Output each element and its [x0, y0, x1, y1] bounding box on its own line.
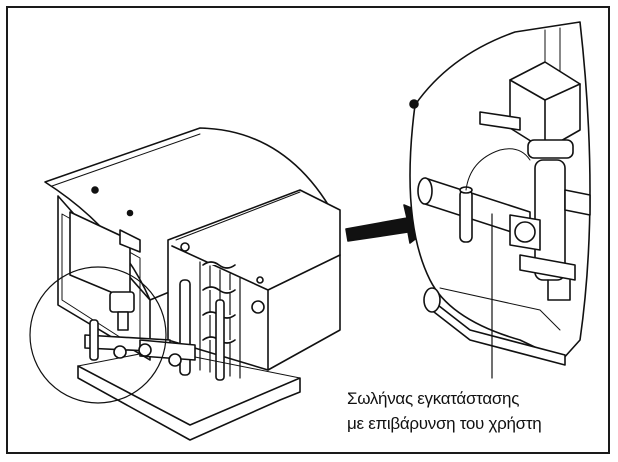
callout-line-2: με επιβάρυνση του χρήστη: [347, 414, 542, 433]
callout-line-1: Σωλήνας εγκατάστασης: [347, 389, 520, 408]
detail-view: [409, 21, 591, 379]
callout-label: Σωλήνας εγκατάστασης με επιβάρυνση του χ…: [347, 386, 597, 436]
indoor-unit: [29, 127, 341, 441]
